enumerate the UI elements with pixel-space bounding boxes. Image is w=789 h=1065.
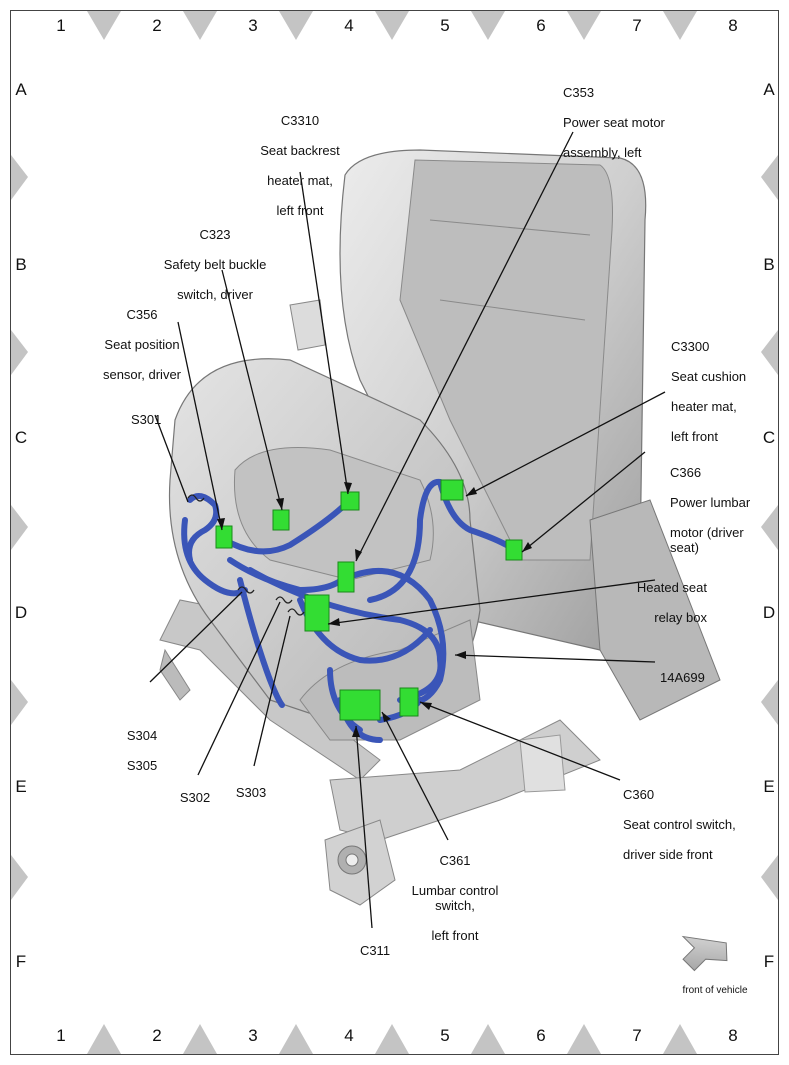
- callout-c361: C361 Lumbar control switch, left front: [390, 838, 520, 958]
- connector-c3300: [440, 479, 464, 501]
- front-of-vehicle-label: front of vehicle: [682, 985, 748, 996]
- connector-c366: [505, 539, 523, 561]
- callout-c3310: C3310 Seat backrest heater mat, left fro…: [240, 98, 360, 233]
- callout-c360-line-2: driver side front: [623, 847, 713, 862]
- callout-c3310-line-3: left front: [276, 203, 324, 218]
- callout-c353: C353 Power seat motor assembly, left: [563, 70, 693, 175]
- callout-c356: C356 Seat position sensor, driver: [82, 292, 202, 397]
- grid-col-5: 5: [440, 16, 450, 35]
- callout-c366-line-1: Power lumbar: [670, 495, 751, 510]
- callout-s301: S301: [131, 397, 181, 442]
- grid-col-7-bottom: 7: [632, 1026, 642, 1045]
- splices: [187, 494, 305, 616]
- callout-c323-id: C323: [199, 227, 231, 242]
- connectors: [215, 479, 523, 721]
- front-of-vehicle-arrow-icon: [681, 935, 728, 972]
- callout-c361-line-1: Lumbar control switch,: [411, 883, 499, 913]
- callout-c353-id: C353: [563, 85, 595, 100]
- frame-markers-left: [11, 155, 28, 900]
- grid-row-f-right: F: [763, 952, 775, 971]
- grid-col-8-bottom: 8: [728, 1026, 738, 1045]
- leader-arrowheads: [217, 482, 532, 737]
- grid-row-a: A: [15, 80, 27, 99]
- callout-c353-line-2: assembly, left: [563, 145, 642, 160]
- callout-c356-line-1: Seat position: [104, 337, 180, 352]
- callout-c360-id: C360: [623, 787, 655, 802]
- grid-col-1-bottom: 1: [56, 1026, 66, 1045]
- callout-c311-id: C311: [359, 943, 391, 958]
- grid-row-b: B: [15, 255, 27, 274]
- connector-c356: [215, 525, 233, 549]
- callout-c3300-id: C3300: [671, 339, 710, 354]
- grid-col-2: 2: [152, 16, 162, 35]
- callout-c366-line-2: motor (driver seat): [670, 525, 744, 555]
- callout-c361-line-2: left front: [431, 928, 479, 943]
- callout-c3310-line-2: heater mat,: [267, 173, 333, 188]
- connector-c311: [339, 689, 381, 721]
- frame-markers-right: [761, 155, 778, 900]
- callout-s302-id: S302: [179, 790, 211, 805]
- connector-c3310: [340, 491, 360, 511]
- grid-row-f: F: [15, 952, 27, 971]
- callout-relay-line-2: relay box: [654, 610, 707, 625]
- callout-s302: S302: [170, 775, 220, 820]
- callout-c323-line-1: Safety belt buckle: [163, 257, 267, 272]
- connector-c323: [272, 509, 290, 531]
- grid-row-b-right: B: [763, 255, 775, 274]
- connector-c360: [399, 687, 419, 717]
- callout-heated-seat-relay-box: Heated seat relay box: [612, 565, 707, 640]
- grid-col-1: 1: [56, 16, 66, 35]
- frame-markers-bottom: [87, 1024, 697, 1054]
- callout-c3300: C3300 Seat cushion heater mat, left fron…: [671, 324, 766, 459]
- callout-c3310-id: C3310: [280, 113, 320, 128]
- callout-s305-id: S305: [126, 758, 158, 773]
- callout-c356-id: C356: [126, 307, 158, 322]
- callout-s303-id: S303: [235, 785, 267, 800]
- callout-s304-s305: S304 S305: [117, 713, 167, 788]
- callout-c366: C366 Power lumbar motor (driver seat): [670, 450, 770, 570]
- callout-s301-id: S301: [131, 412, 162, 427]
- callout-c3300-line-2: heater mat,: [671, 399, 737, 414]
- grid-col-4: 4: [344, 16, 354, 35]
- callout-c360-line-1: Seat control switch,: [623, 817, 736, 832]
- grid-row-c: C: [14, 428, 28, 447]
- callout-c3310-line-1: Seat backrest: [260, 143, 340, 158]
- grid-col-6: 6: [536, 16, 546, 35]
- grid-col-3: 3: [248, 16, 258, 35]
- callout-c3300-line-1: Seat cushion: [671, 369, 747, 384]
- grid-col-7: 7: [632, 16, 642, 35]
- grid-row-e: E: [15, 777, 27, 796]
- grid-col-5-bottom: 5: [440, 1026, 450, 1045]
- leader-lines: [149, 131, 666, 929]
- frame-markers-top: [87, 11, 697, 40]
- grid-row-a-right: A: [763, 80, 775, 99]
- callout-c353-line-1: Power seat motor: [563, 115, 665, 130]
- callout-c360: C360 Seat control switch, driver side fr…: [623, 772, 763, 877]
- connector-c353: [337, 561, 355, 593]
- callout-s304-id: S304: [126, 728, 158, 743]
- grid-col-8: 8: [728, 16, 738, 35]
- grid-row-d: D: [14, 603, 28, 622]
- callout-s303: S303: [226, 770, 276, 815]
- grid-col-3-bottom: 3: [248, 1026, 258, 1045]
- callout-c323-line-2: switch, driver: [177, 287, 253, 302]
- grid-col-6-bottom: 6: [536, 1026, 546, 1045]
- grid-row-e-right: E: [763, 777, 775, 796]
- grid-col-2-bottom: 2: [152, 1026, 162, 1045]
- callout-14a699-id: 14A699: [660, 670, 705, 685]
- callout-c356-line-2: sensor, driver: [102, 367, 182, 382]
- callout-c323: C323 Safety belt buckle switch, driver: [155, 212, 275, 317]
- callout-c3300-line-3: left front: [671, 429, 718, 444]
- callout-c366-id: C366: [670, 465, 702, 480]
- grid-col-4-bottom: 4: [344, 1026, 354, 1045]
- grid-row-d-right: D: [762, 603, 776, 622]
- callout-c311: C311: [350, 928, 400, 973]
- callout-c361-id: C361: [439, 853, 471, 868]
- relay-box: [304, 594, 330, 632]
- grid-row-c-right: C: [762, 428, 776, 447]
- seat-backrest: [339, 149, 721, 721]
- callout-14a699: 14A699: [660, 655, 720, 700]
- callout-relay-line-1: Heated seat: [636, 580, 707, 595]
